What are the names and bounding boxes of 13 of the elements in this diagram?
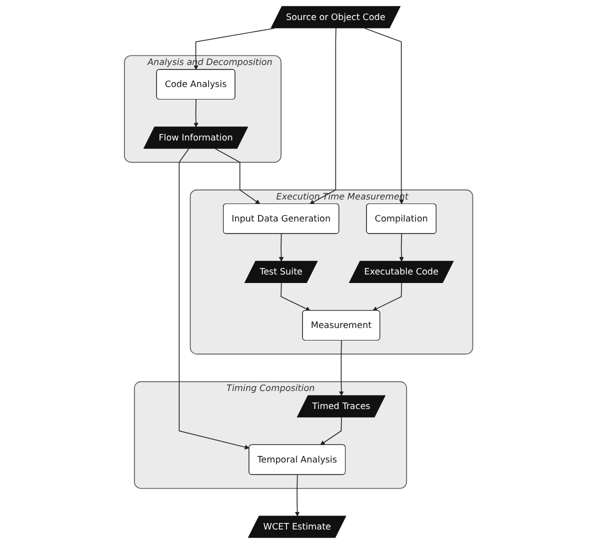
arrow <box>279 233 284 262</box>
arrow <box>320 416 342 446</box>
arrow <box>215 148 261 204</box>
arrow <box>179 148 250 450</box>
arrow <box>400 233 404 262</box>
arrow <box>295 474 300 516</box>
arrow <box>194 99 199 128</box>
arrow <box>281 282 311 311</box>
arrow <box>339 340 344 396</box>
arrow <box>372 282 402 311</box>
arrow <box>310 28 337 204</box>
arrow <box>364 28 404 204</box>
arrow <box>194 28 276 70</box>
